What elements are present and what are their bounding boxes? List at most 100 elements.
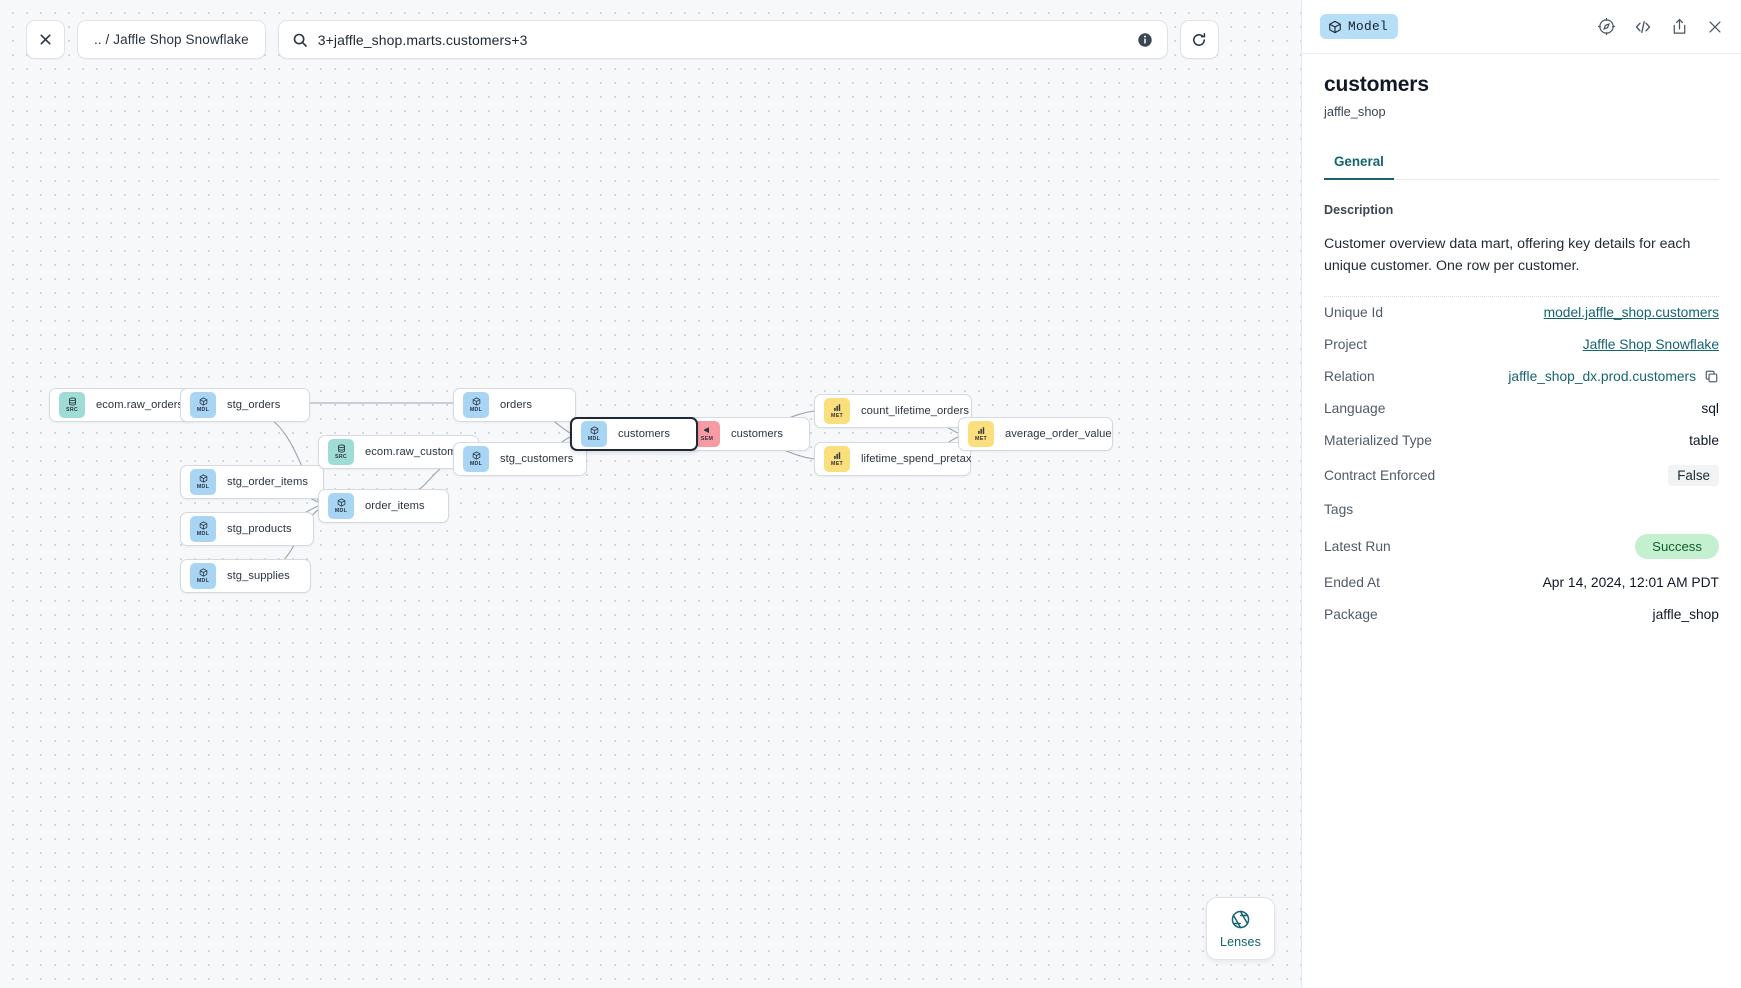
property-value[interactable]: model.jaffle_shop.customers [1544,305,1719,320]
info-icon[interactable] [1137,32,1153,48]
node-glyph-icon [472,396,481,407]
node-label: lifetime_spend_pretax [861,453,972,465]
property-key: Tags [1324,502,1354,518]
node-glyph-icon [472,450,481,461]
node-type-text: MDL [196,531,210,538]
lenses-button[interactable]: Lenses [1206,897,1275,960]
property-value-text: sql [1701,401,1719,417]
property-value: Apr 14, 2024, 12:01 AM PDT [1543,575,1719,590]
lineage-node-average_order_value[interactable]: MET average_order_value [958,417,1113,451]
breadcrumb[interactable]: .. / Jaffle Shop Snowflake [77,20,266,59]
refresh-button[interactable] [1179,20,1219,59]
divider [1324,295,1719,297]
model-type-label: Model [1348,19,1388,34]
node-type-badge-mdl-icon: MDL [463,446,489,472]
node-glyph-icon [833,402,842,413]
lineage-node-stg_orders[interactable]: MDL stg_orders [180,388,310,422]
panel-actions [1597,17,1724,37]
share-icon[interactable] [1670,17,1689,36]
node-type-text: MDL [196,407,210,414]
property-value: jaffle_shop [1653,607,1720,622]
node-type-text: MDL [334,508,348,515]
description-text: Customer overview data mart, offering ke… [1324,236,1691,275]
node-glyph-icon [590,425,599,436]
lineage-node-stg_products[interactable]: MDL stg_products [180,512,314,546]
property-row: Tags [1324,494,1719,526]
node-glyph-icon [703,425,712,436]
property-row: Materialized Type table [1324,425,1719,457]
node-type-text: MDL [196,578,210,585]
node-glyph-icon [337,443,346,454]
property-key: Contract Enforced [1324,467,1436,483]
search-bar[interactable] [277,20,1168,59]
property-value-text: jaffle_shop [1652,607,1720,623]
property-key: Unique Id [1324,305,1384,321]
explore-icon[interactable] [1597,17,1616,36]
status-badge: False [1668,464,1719,486]
node-label: stg_orders [227,399,281,411]
status-badge: Success [1635,533,1719,559]
tab-general[interactable]: General [1324,147,1394,180]
node-type-badge-mdl-icon: MDL [190,563,216,589]
code-icon[interactable] [1633,17,1653,37]
property-value[interactable]: Jaffle Shop Snowflake [1583,337,1719,352]
node-glyph-icon [199,473,208,484]
lineage-node-count_lifetime_orders[interactable]: MET count_lifetime_orders [814,394,972,428]
node-type-text: MET [831,461,843,468]
node-type-badge-mdl-icon: MDL [328,493,354,519]
property-value: Success [1635,533,1719,559]
property-row: Relation jaffle_shop_dx.prod.customers [1324,361,1719,393]
node-type-badge-met-icon: MET [824,446,850,472]
node-glyph-icon [337,497,346,508]
node-label: count_lifetime_orders [861,405,970,417]
lineage-node-lifetime_spend_pretax[interactable]: MET lifetime_spend_pretax [814,442,971,476]
lineage-node-stg_supplies[interactable]: MDL stg_supplies [180,559,311,593]
close-icon[interactable] [1706,18,1724,36]
node-type-text: SRC [66,407,78,414]
panel-body: Description Customer overview data mart,… [1302,180,1741,988]
node-glyph-icon [199,520,208,531]
node-type-badge-met-icon: MET [824,398,850,424]
property-row: Language sql [1324,393,1719,425]
search-input[interactable] [317,31,1127,48]
property-key: Latest Run [1324,538,1391,554]
panel-header: customers jaffle_shop [1302,54,1741,119]
panel-topbar: Model [1302,0,1741,54]
description-label: Description [1324,203,1394,217]
node-label: stg_supplies [227,570,290,582]
property-key: Relation [1324,369,1375,385]
property-value: table [1689,433,1719,448]
node-type-text: MDL [469,407,483,414]
lineage-node-stg_customers[interactable]: MDL stg_customers [453,442,587,476]
property-key: Materialized Type [1324,433,1432,449]
lineage-node-orders[interactable]: MDL orders [453,388,576,422]
model-type-badge[interactable]: Model [1320,14,1398,39]
node-type-badge-mdl-icon: MDL [190,516,216,542]
node-label: average_order_value [1005,428,1112,440]
node-label: orders [500,399,533,411]
property-row: Latest Run Success [1324,526,1719,567]
close-canvas-button[interactable] [26,20,65,59]
property-value-text: Apr 14, 2024, 12:01 AM PDT [1542,575,1719,591]
copy-icon[interactable] [1704,369,1719,384]
property-row: Unique Id model.jaffle_shop.customers [1324,297,1719,329]
property-key: Language [1324,401,1386,417]
node-type-badge-met-icon: MET [968,421,994,447]
lenses-label: Lenses [1220,934,1261,949]
node-label: stg_customers [500,453,574,465]
property-value: False [1668,464,1719,486]
property-value[interactable]: jaffle_shop_dx.prod.customers [1508,369,1719,384]
node-type-text: MET [975,436,987,443]
node-label: stg_products [227,523,292,535]
